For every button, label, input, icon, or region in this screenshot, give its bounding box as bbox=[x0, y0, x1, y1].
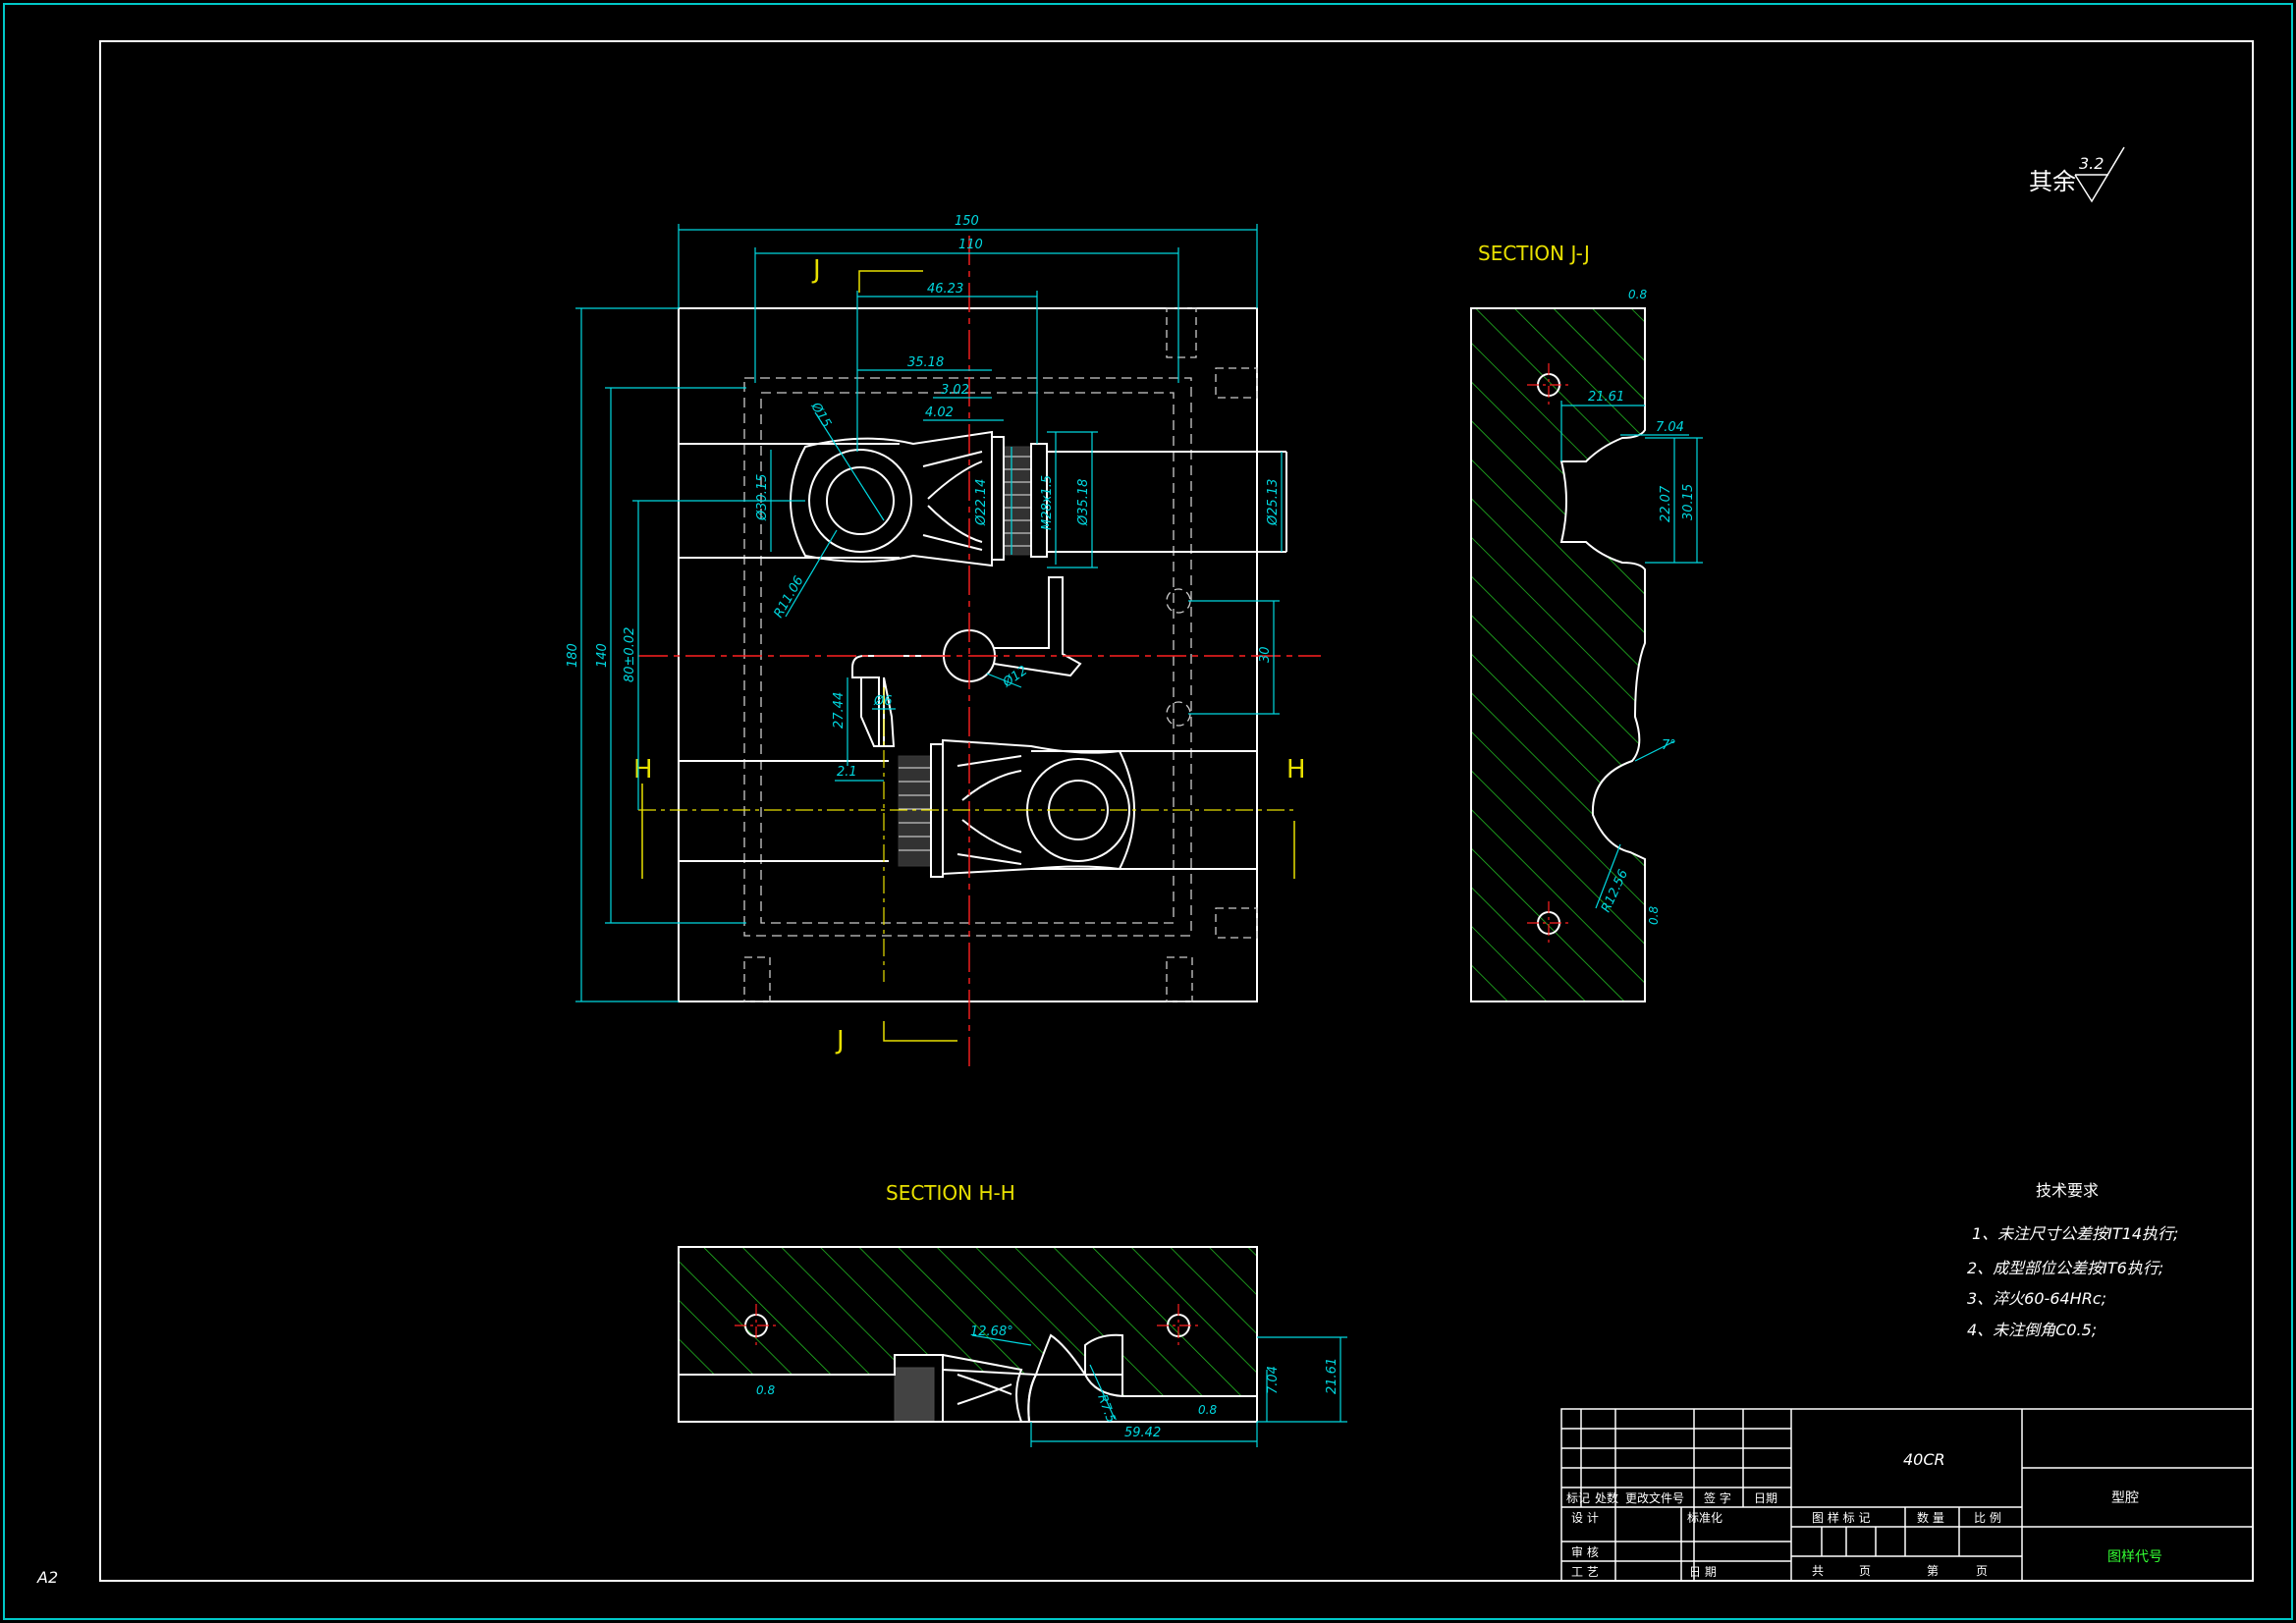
tech-req-item: 3、淬火60-64HRc; bbox=[1967, 1289, 2106, 1308]
svg-text:页: 页 bbox=[1859, 1564, 1871, 1578]
svg-text:3.02: 3.02 bbox=[941, 383, 969, 398]
material: 40CR bbox=[1903, 1450, 1945, 1469]
svg-text:设 计: 设 计 bbox=[1571, 1511, 1599, 1525]
svg-text:21.61: 21.61 bbox=[1588, 390, 1624, 405]
section-hh-view: SECTION H-H 12.68° 0.8 R7.5 0.8 7.04 21. bbox=[678, 1181, 1347, 1447]
section-jj-view: SECTION J-J 0.8 21.61 7.04 22.07 30.15 7… bbox=[1470, 242, 1703, 1002]
tech-req-item: 2、成型部位公差按IT6执行; bbox=[1967, 1259, 2163, 1277]
svg-text:日期: 日期 bbox=[1754, 1491, 1777, 1505]
svg-text:Ø6: Ø6 bbox=[873, 694, 893, 709]
main-view: J J H H 150 bbox=[566, 214, 1321, 1070]
svg-text:2.1: 2.1 bbox=[837, 765, 857, 780]
tech-req-item: 4、未注倒角C0.5; bbox=[1967, 1321, 2097, 1339]
sheet-border bbox=[3, 3, 2293, 1620]
svg-text:46.23: 46.23 bbox=[927, 282, 963, 297]
svg-text:更改文件号: 更改文件号 bbox=[1625, 1490, 1684, 1505]
part-name: 型腔 bbox=[2111, 1490, 2139, 1506]
svg-text:日 期: 日 期 bbox=[1689, 1565, 1717, 1579]
svg-text:Ø22.14: Ø22.14 bbox=[974, 479, 989, 526]
svg-text:7.04: 7.04 bbox=[1266, 1366, 1281, 1394]
sheet-format-label: A2 bbox=[36, 1568, 58, 1587]
section-hh-title: SECTION H-H bbox=[886, 1181, 1015, 1205]
section-mark-h-left: H bbox=[633, 755, 653, 784]
svg-text:技术要求: 技术要求 bbox=[2036, 1181, 2099, 1200]
svg-text:Ø25.13: Ø25.13 bbox=[1266, 479, 1281, 526]
section-mark-h-right: H bbox=[1286, 755, 1306, 784]
svg-text:Ø12: Ø12 bbox=[1000, 664, 1030, 691]
svg-text:110: 110 bbox=[958, 238, 983, 252]
svg-text:140: 140 bbox=[595, 643, 610, 668]
title-block-text: 40CR 型腔 图样代号 标记 处数 更改文件号 签 字 日期 设 计 标准化 … bbox=[1566, 1450, 2162, 1579]
svg-text:R7.5: R7.5 bbox=[1094, 1392, 1118, 1425]
technical-requirements: 技术要求 1、未注尺寸公差按IT14执行; 2、成型部位公差按IT6执行; 3、… bbox=[1967, 1181, 2178, 1339]
svg-text:0.8: 0.8 bbox=[1628, 288, 1647, 301]
svg-text:35.18: 35.18 bbox=[907, 355, 944, 370]
svg-text:7°: 7° bbox=[1662, 738, 1676, 753]
svg-text:页: 页 bbox=[1976, 1564, 1988, 1578]
svg-text:0.8: 0.8 bbox=[756, 1383, 775, 1397]
roughness-symbol: 其余 3.2 bbox=[2029, 146, 2125, 203]
drawing-number: 图样代号 bbox=[2107, 1549, 2162, 1565]
svg-text:Ø35.18: Ø35.18 bbox=[1076, 479, 1091, 526]
svg-text:审 核: 审 核 bbox=[1571, 1544, 1599, 1559]
svg-text:27.44: 27.44 bbox=[832, 692, 847, 729]
svg-text:签 字: 签 字 bbox=[1704, 1490, 1731, 1505]
svg-text:30: 30 bbox=[1258, 646, 1273, 663]
svg-text:80±0.02: 80±0.02 bbox=[623, 627, 637, 682]
svg-text:标记: 标记 bbox=[1566, 1491, 1590, 1505]
svg-text:3.2: 3.2 bbox=[2079, 154, 2104, 173]
title-block bbox=[1560, 1408, 2254, 1582]
svg-text:0.8: 0.8 bbox=[1198, 1403, 1217, 1417]
svg-text:30.15: 30.15 bbox=[1681, 484, 1696, 520]
svg-text:180: 180 bbox=[566, 643, 580, 668]
svg-text:数 量: 数 量 bbox=[1917, 1510, 1944, 1525]
svg-text:第: 第 bbox=[1927, 1564, 1939, 1578]
svg-text:其余: 其余 bbox=[2029, 168, 2076, 195]
svg-text:M28x1.5: M28x1.5 bbox=[1040, 475, 1055, 530]
svg-text:处数: 处数 bbox=[1595, 1490, 1618, 1505]
section-jj-title: SECTION J-J bbox=[1478, 242, 1590, 265]
svg-text:4.02: 4.02 bbox=[925, 406, 954, 420]
svg-text:0.8: 0.8 bbox=[1647, 906, 1661, 925]
svg-text:工 艺: 工 艺 bbox=[1571, 1565, 1599, 1579]
svg-text:7.04: 7.04 bbox=[1656, 420, 1684, 435]
section-hh-dimensions: 12.68° 0.8 R7.5 0.8 7.04 21.61 59.42 bbox=[756, 1325, 1339, 1440]
svg-text:59.42: 59.42 bbox=[1124, 1426, 1161, 1440]
section-mark-j-bottom: J bbox=[835, 1026, 845, 1055]
svg-text:标准化: 标准化 bbox=[1687, 1511, 1722, 1525]
svg-text:150: 150 bbox=[955, 214, 979, 229]
svg-text:比 例: 比 例 bbox=[1974, 1511, 2001, 1525]
svg-text:12.68°: 12.68° bbox=[970, 1325, 1013, 1339]
svg-text:R11.06: R11.06 bbox=[771, 573, 806, 621]
section-mark-j-top: J bbox=[811, 255, 821, 285]
svg-text:Ø15: Ø15 bbox=[807, 400, 834, 431]
svg-text:21.61: 21.61 bbox=[1325, 1358, 1339, 1394]
svg-text:共: 共 bbox=[1812, 1564, 1824, 1578]
svg-text:22.07: 22.07 bbox=[1659, 485, 1673, 522]
svg-text:Ø30.15: Ø30.15 bbox=[755, 474, 770, 521]
tech-req-item: 1、未注尺寸公差按IT14执行; bbox=[1972, 1224, 2178, 1243]
svg-text:图 样 标 记: 图 样 标 记 bbox=[1812, 1510, 1870, 1525]
